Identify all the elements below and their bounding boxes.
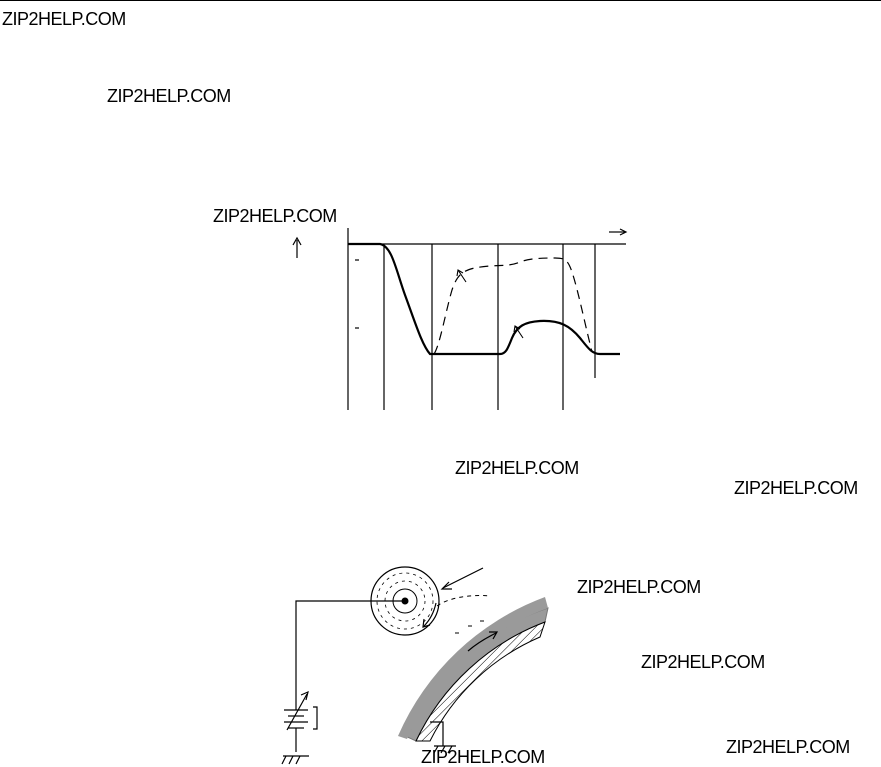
- top-rule: [0, 0, 881, 1]
- roller-rotation-arrowhead: [422, 618, 431, 628]
- ground-symbol-left: [281, 755, 309, 765]
- watermark-1: ZIP2HELP.COM: [2, 9, 126, 29]
- watermark-3: ZIP2HELP.COM: [213, 206, 337, 226]
- dashed-curve-leader: [457, 269, 467, 283]
- solid-potential-curve: [348, 242, 620, 356]
- watermark-8: ZIP2HELP.COM: [726, 737, 850, 757]
- variable-power-supply: [284, 690, 318, 752]
- roller-pointer: [442, 567, 484, 589]
- solid-curve-leader: [514, 325, 524, 339]
- watermark-5: ZIP2HELP.COM: [734, 478, 858, 498]
- watermark-7: ZIP2HELP.COM: [641, 652, 765, 672]
- drum-rotation-arrowhead: [489, 631, 499, 640]
- drum-outer-layer-edge: [398, 597, 548, 739]
- watermark-9: ZIP2HELP.COM: [421, 747, 545, 767]
- watermark-4: ZIP2HELP.COM: [455, 458, 579, 478]
- ground-symbol-drum: [430, 721, 456, 754]
- watermark-6: ZIP2HELP.COM: [577, 577, 701, 597]
- time-arrowhead: [619, 228, 628, 236]
- roller-pointer-head: [440, 581, 452, 590]
- drum-rotation-arrow: [467, 632, 497, 652]
- solid-curve-leader-head: [513, 325, 521, 333]
- bias-wire: [295, 600, 405, 695]
- nip-charge-region: [436, 595, 491, 607]
- roller-rotation-arrow: [423, 602, 437, 627]
- dashed-curve-leader-head: [456, 269, 464, 277]
- y-axis-arrowhead: [292, 236, 302, 246]
- watermark-2: ZIP2HELP.COM: [107, 86, 231, 106]
- dashed-potential-curve: [433, 257, 593, 355]
- drum-hatched-layer: [415, 621, 546, 742]
